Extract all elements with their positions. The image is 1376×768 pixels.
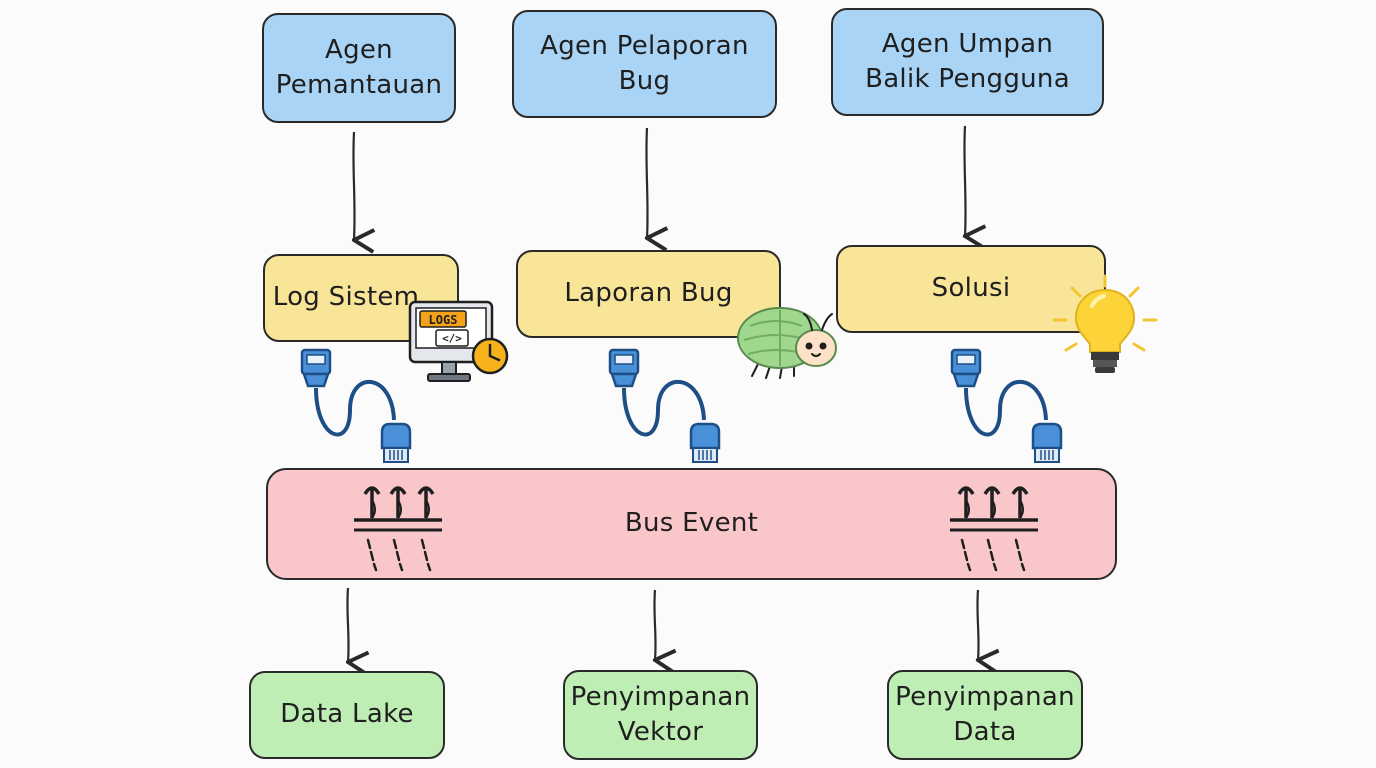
bug-report-box: Laporan Bug [516, 250, 781, 338]
arrow-bus-to-vectorstore [654, 589, 655, 660]
agent-monitoring-label: Agen Pemantauan [275, 34, 443, 100]
agent-user-feedback-label: Agen Umpan Balik Pengguna [865, 28, 1070, 94]
logs-code-text: </> [442, 332, 462, 345]
usb-cable-log [300, 348, 412, 464]
data-store-label: Penyimpanan Data [895, 681, 1075, 747]
event-bus-label: Bus Event [624, 508, 759, 539]
light-bulb-icon [1052, 274, 1158, 373]
event-bus-box: Bus Event [266, 468, 1117, 580]
arrow-bus-to-datalake [347, 587, 348, 662]
vector-store-label: Penyimpanan Vektor [570, 681, 751, 747]
arrow-monitoring-to-log [353, 131, 354, 240]
signal-flow-icon-right [950, 486, 1038, 572]
vector-store-box: Penyimpanan Vektor [563, 670, 758, 760]
usb-cable-solution [950, 348, 1063, 464]
system-log-label: Log Sistem [272, 282, 420, 313]
agent-bug-reporting-label: Agen Pelaporan Bug [540, 30, 749, 96]
logs-monitor-icon: LOGS </> [408, 300, 509, 382]
solution-label: Solusi [931, 273, 1011, 304]
signal-flow-icon-left [354, 486, 442, 572]
logs-badge-text: LOGS [429, 313, 458, 327]
data-lake-label: Data Lake [280, 699, 414, 730]
arrow-bus-to-datastore [977, 589, 978, 660]
usb-cable-bug [608, 348, 721, 464]
data-store-box: Penyimpanan Data [887, 670, 1083, 760]
data-lake-box: Data Lake [249, 671, 445, 759]
agent-monitoring-box: Agen Pemantauan [262, 13, 456, 123]
agent-bug-reporting-box: Agen Pelaporan Bug [512, 10, 777, 118]
bug-icon [737, 307, 837, 379]
arrow-feedback-to-solution [964, 125, 965, 236]
bug-report-label: Laporan Bug [564, 278, 733, 309]
solution-box: Solusi [836, 245, 1106, 333]
agent-user-feedback-box: Agen Umpan Balik Pengguna [831, 8, 1104, 116]
arrow-bugreporting-to-bugreport [646, 127, 647, 238]
